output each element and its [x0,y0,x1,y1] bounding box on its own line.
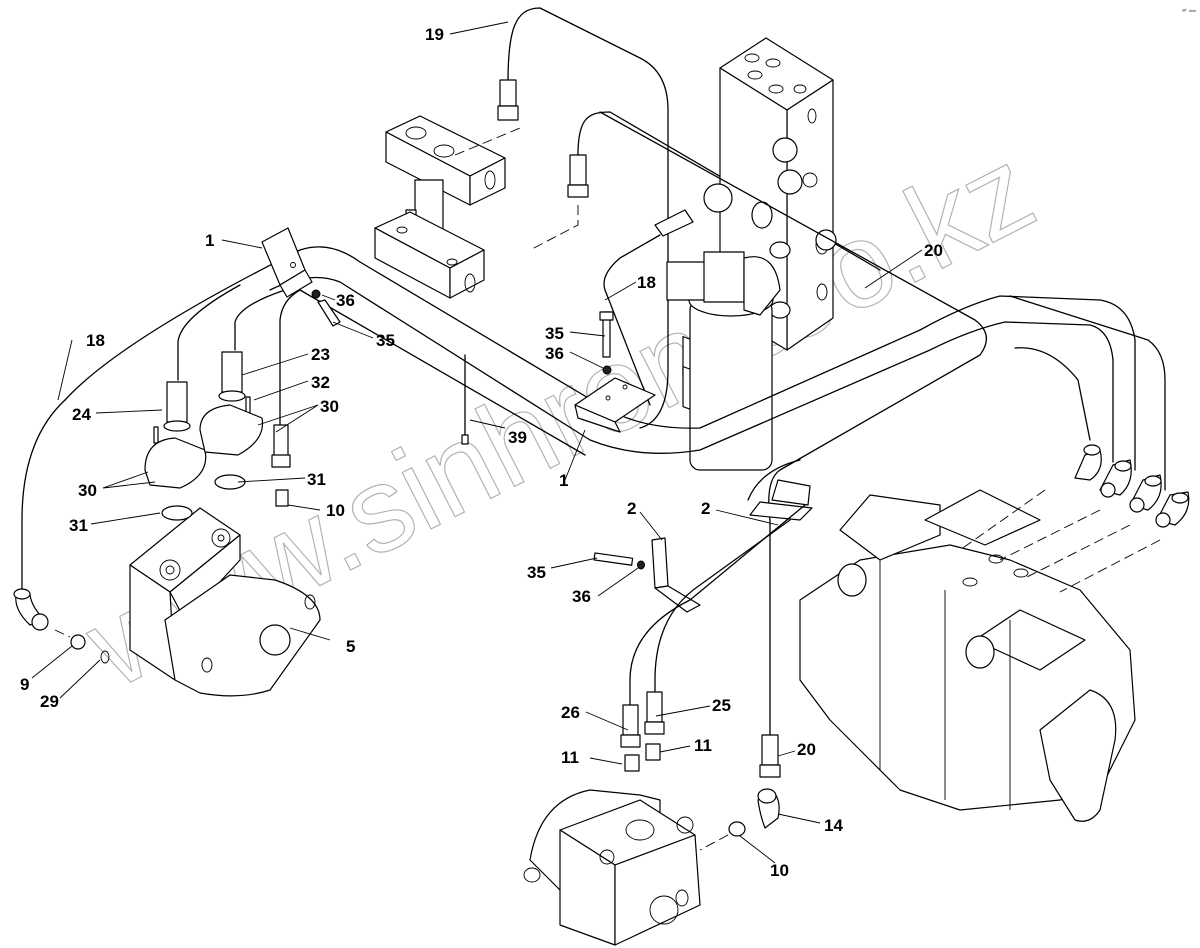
callout-30-right: 30 [320,397,339,416]
callout-30-left: 30 [78,481,97,500]
bolt-35-upper [311,289,341,327]
callout-1-mid: 1 [559,471,568,490]
callout-18-right: 18 [637,273,656,292]
flange-fittings [13,351,291,664]
callout-1-upper: 1 [205,231,214,250]
gear-pump [523,789,701,946]
callout-23: 23 [311,345,330,364]
callout-14: 14 [824,816,843,835]
callout-20-lower: 20 [797,740,816,759]
bracket-1-mid [574,311,656,433]
callout-35-mid: 35 [545,324,564,343]
callout-5: 5 [346,637,355,656]
callout-10-upper: 10 [326,501,345,520]
callout-20-upper: 20 [924,241,943,260]
cylinder-block [374,115,521,299]
callout-24: 24 [72,405,91,424]
callout-18-left: 18 [86,331,105,350]
tubes-25-26 [620,504,806,778]
callout-36-mid: 36 [545,344,564,363]
hose-mid [529,111,881,271]
callouts: 1 1 2 2 5 9 10 10 11 11 14 18 18 19 20 2… [20,25,943,880]
bracket-1-upper [261,227,313,298]
callout-31-left: 31 [69,516,88,535]
callout-26: 26 [561,703,580,722]
callout-29: 29 [40,692,59,711]
callout-32: 32 [311,373,330,392]
hose-19 [497,7,669,429]
motor-block-5 [129,507,321,697]
callout-10-lower: 10 [770,861,789,880]
main-pump [799,489,1161,822]
callout-11-left: 11 [561,748,579,767]
callout-35-upper: 35 [376,331,395,350]
bracket-2 [593,479,813,613]
callout-11-right: 11 [694,736,712,755]
cable-tie-39 [461,354,469,445]
callout-36-lower: 36 [572,587,591,606]
callout-25: 25 [712,696,731,715]
corner-mark: ▰ ▬ [1181,7,1196,14]
callout-19: 19 [425,25,444,44]
callout-2-right: 2 [701,499,710,518]
callout-39: 39 [508,428,527,447]
callout-36-upper: 36 [336,291,355,310]
callout-2-left: 2 [627,499,636,518]
callout-9: 9 [20,675,29,694]
callout-35-lower: 35 [527,563,546,582]
hose-18-right [603,234,661,406]
callout-31-right: 31 [307,470,326,489]
elbow-14 [699,788,780,851]
leader-lines [31,21,923,864]
right-elbows [1074,444,1190,528]
hose-18-left [21,284,301,591]
